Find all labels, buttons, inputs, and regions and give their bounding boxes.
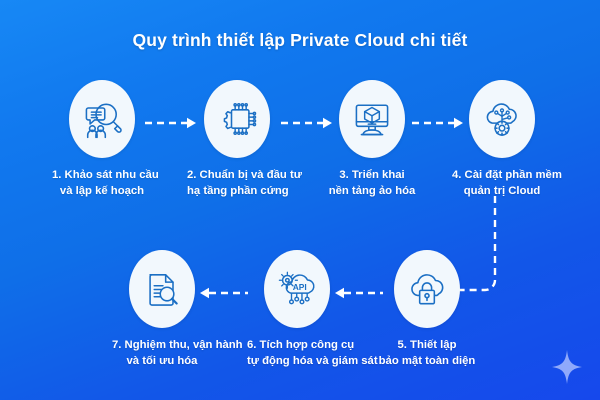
step-3-caption-line1: 3. Triển khai	[339, 169, 405, 181]
step-4-icon-bubble	[469, 80, 535, 158]
step-6-icon-bubble: API	[264, 250, 330, 328]
page-title: Quy trình thiết lập Private Cloud chi ti…	[132, 30, 468, 50]
step-7-icon-bubble	[129, 250, 195, 328]
api-label: API	[293, 282, 307, 292]
step-2-caption-line2: hạ tầng phần cứng	[187, 185, 289, 198]
step-3-icon-bubble	[339, 80, 405, 158]
step-4-caption-line2: quản trị Cloud	[463, 185, 541, 198]
step-1-icon-bubble	[69, 80, 135, 158]
step-node-4[interactable]: 4. Cài đặt phần mềm quản trị Cloud	[452, 80, 562, 199]
arrow-step5-to-step6	[333, 286, 385, 300]
step-4-caption-line1: 4. Cài đặt phần mềm	[452, 169, 562, 181]
magnifier-survey-icon	[80, 97, 124, 141]
step-node-1[interactable]: 1. Khảo sát nhu cầu và lập kế hoạch	[52, 80, 159, 199]
cloud-circuit-gear-icon	[480, 97, 524, 141]
monitor-cube-icon	[350, 97, 394, 141]
step-1-caption: 1. Khảo sát nhu cầu và lập kế hoạch	[52, 167, 159, 199]
arrow-step2-to-step3	[281, 116, 337, 130]
step-node-5[interactable]: 5. Thiết lập bảo mật toàn diện	[377, 250, 477, 369]
cloud-lock-icon	[405, 267, 449, 311]
cpu-chip-gear-icon	[215, 97, 259, 141]
step-5-caption-line2: bảo mật toàn diện	[378, 355, 476, 368]
step-1-caption-line2: và lập kế hoạch	[59, 185, 145, 198]
step-4-caption: 4. Cài đặt phần mềm quản trị Cloud	[452, 167, 562, 199]
cloud-api-nodes-icon: API	[275, 267, 319, 311]
step-5-caption: 5. Thiết lập bảo mật toàn diện	[377, 337, 477, 369]
step-2-caption: 2. Chuẩn bị và đầu tư hạ tầng phần cứng	[187, 167, 302, 199]
step-1-caption-line1: 1. Khảo sát nhu cầu	[52, 169, 159, 181]
sparkle-icon	[552, 350, 582, 384]
step-node-2[interactable]: 2. Chuẩn bị và đầu tư hạ tầng phần cứng	[187, 80, 302, 199]
step-node-7[interactable]: 7. Nghiệm thu, vận hành và tối ưu hóa	[112, 250, 243, 369]
step-7-caption-line1: 7. Nghiệm thu, vận hành	[112, 339, 243, 351]
arrow-step3-to-step4	[412, 116, 468, 130]
step-7-caption-line2: và tối ưu hóa	[126, 355, 198, 368]
step-5-icon-bubble	[394, 250, 460, 328]
step-3-caption: 3. Triển khai nền tảng ảo hóa	[322, 167, 422, 199]
arrow-step6-to-step7	[198, 286, 250, 300]
step-5-caption-line1: 5. Thiết lập	[397, 339, 457, 351]
step-6-caption: 6. Tích hợp công cụ tự động hóa và giám …	[247, 337, 378, 369]
step-6-caption-line1: 6. Tích hợp công cụ	[247, 339, 355, 351]
step-node-3[interactable]: 3. Triển khai nền tảng ảo hóa	[322, 80, 422, 199]
arrow-step1-to-step2	[145, 116, 201, 130]
step-3-caption-line2: nền tảng ảo hóa	[328, 185, 416, 198]
step-2-icon-bubble	[204, 80, 270, 158]
document-magnifier-icon	[140, 267, 184, 311]
step-node-6[interactable]: API 6. Tích hợp công cụ tự động hóa và g…	[247, 250, 378, 369]
step-7-caption: 7. Nghiệm thu, vận hành và tối ưu hóa	[112, 337, 243, 369]
step-2-caption-line1: 2. Chuẩn bị và đầu tư	[187, 169, 302, 181]
step-6-caption-line2: tự động hóa và giám sát	[247, 355, 378, 368]
